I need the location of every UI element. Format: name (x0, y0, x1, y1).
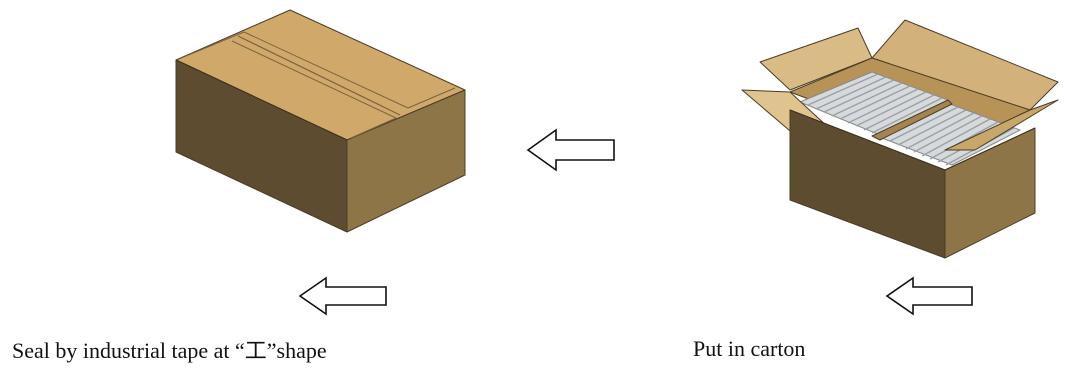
sealed-carton (175, 9, 466, 233)
arrow-under-sealed (298, 276, 387, 316)
tape-line-b (243, 31, 456, 109)
step-caption-seal: Seal by industrial tape at “工”shape (12, 338, 327, 363)
tape-line-c (231, 40, 397, 139)
left-arrow-icon (885, 276, 973, 316)
carton-divider (871, 99, 953, 141)
carton-right-face (346, 89, 466, 233)
tape-seam-line (237, 35, 401, 116)
left-arrow-icon (526, 128, 615, 172)
arrow-between-cartons (526, 128, 615, 172)
tape-line-a (185, 31, 245, 57)
rod-stripes (807, 73, 1015, 166)
open-carton (741, 19, 1059, 259)
tape-edge-left (175, 59, 348, 141)
arrow-under-open (885, 276, 973, 316)
rim-line (789, 109, 1036, 171)
left-arrow-icon (298, 276, 387, 316)
right-flap (944, 99, 1059, 151)
step-caption-put-in-carton: Put in carton (693, 336, 806, 361)
